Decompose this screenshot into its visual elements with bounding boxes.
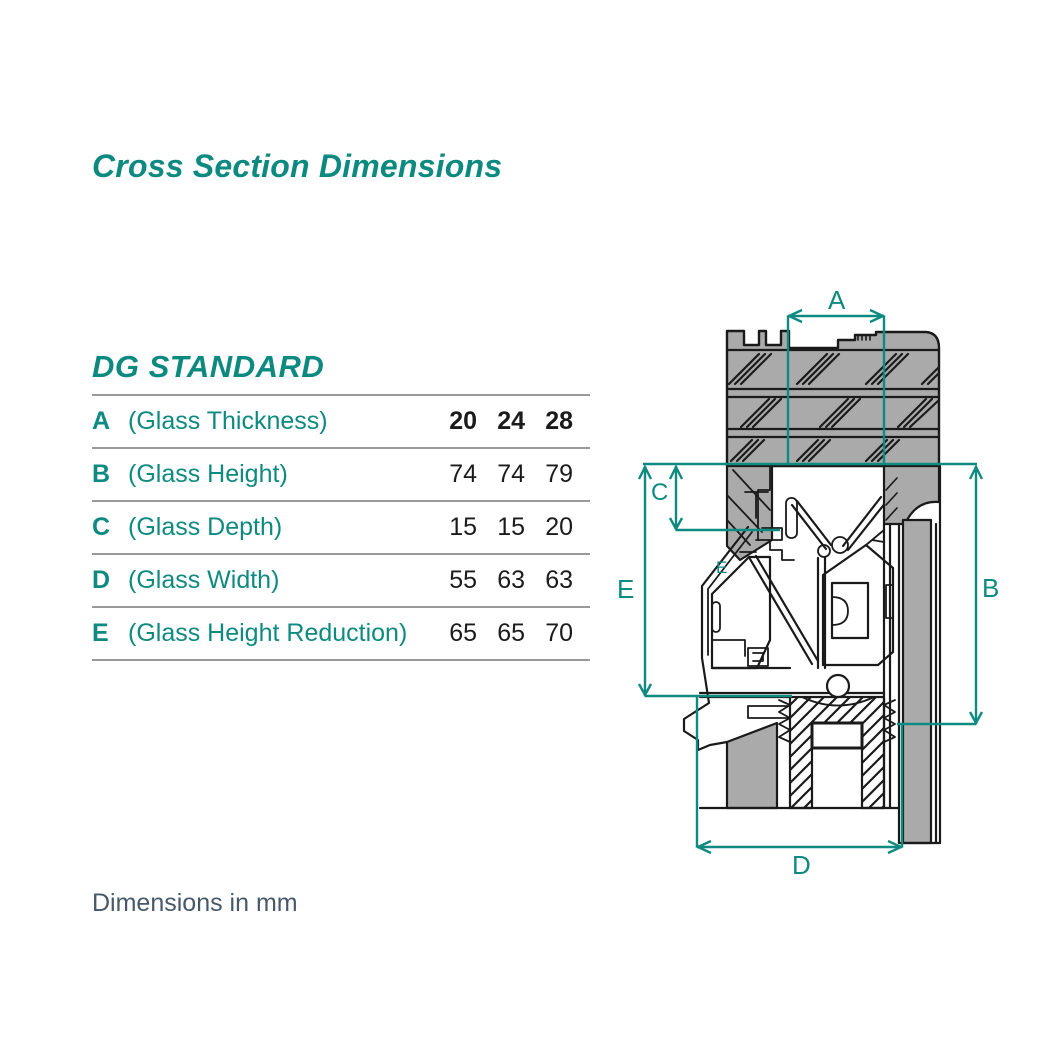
dim-label-c: C bbox=[651, 479, 669, 506]
dimension-table: A (Glass Thickness) 20 24 28 B (Glass He… bbox=[92, 394, 590, 661]
row-value: 20 bbox=[545, 513, 573, 541]
footer-note: Dimensions in mm bbox=[92, 889, 298, 917]
row-value: 74 bbox=[449, 460, 477, 488]
table-row: C (Glass Depth) 15 15 20 bbox=[92, 502, 590, 555]
dim-label-b: B bbox=[982, 573, 1000, 603]
table-row: B (Glass Height) 74 74 79 bbox=[92, 449, 590, 502]
table-row: D (Glass Width) 55 63 63 bbox=[92, 555, 590, 608]
row-value: 63 bbox=[497, 566, 525, 594]
row-letter: D bbox=[92, 566, 111, 594]
dim-label-d: D bbox=[792, 850, 811, 880]
row-label: (Glass Width) bbox=[128, 566, 280, 594]
row-value: 15 bbox=[449, 513, 477, 541]
row-value: 28 bbox=[545, 407, 573, 435]
row-letter: C bbox=[92, 513, 111, 541]
row-value: 74 bbox=[497, 460, 525, 488]
row-label: (Glass Height) bbox=[128, 460, 288, 488]
page-title: Cross Section Dimensions bbox=[92, 148, 503, 184]
row-value: 65 bbox=[449, 619, 477, 647]
section-heading: DG STANDARD bbox=[92, 349, 325, 384]
row-label: (Glass Height Reduction) bbox=[128, 619, 408, 647]
row-value: 20 bbox=[449, 407, 477, 435]
row-value: 70 bbox=[545, 619, 573, 647]
table-row: E (Glass Height Reduction) 65 65 70 bbox=[92, 608, 590, 661]
row-letter: A bbox=[92, 407, 111, 435]
row-value: 55 bbox=[449, 566, 477, 594]
row-label: (Glass Depth) bbox=[128, 513, 283, 541]
dim-label-e: E bbox=[617, 574, 635, 604]
table-row: A (Glass Thickness) 20 24 28 bbox=[92, 396, 590, 449]
row-label: (Glass Thickness) bbox=[128, 407, 328, 435]
row-value: 65 bbox=[497, 619, 525, 647]
row-value: 79 bbox=[545, 460, 573, 488]
row-value: 24 bbox=[497, 407, 525, 435]
row-value: 63 bbox=[545, 566, 573, 594]
row-letter: B bbox=[92, 460, 111, 488]
dim-label-e-small: E bbox=[716, 558, 728, 577]
row-letter: E bbox=[92, 619, 109, 647]
dim-label-a: A bbox=[828, 285, 846, 315]
row-value: 15 bbox=[497, 513, 525, 541]
